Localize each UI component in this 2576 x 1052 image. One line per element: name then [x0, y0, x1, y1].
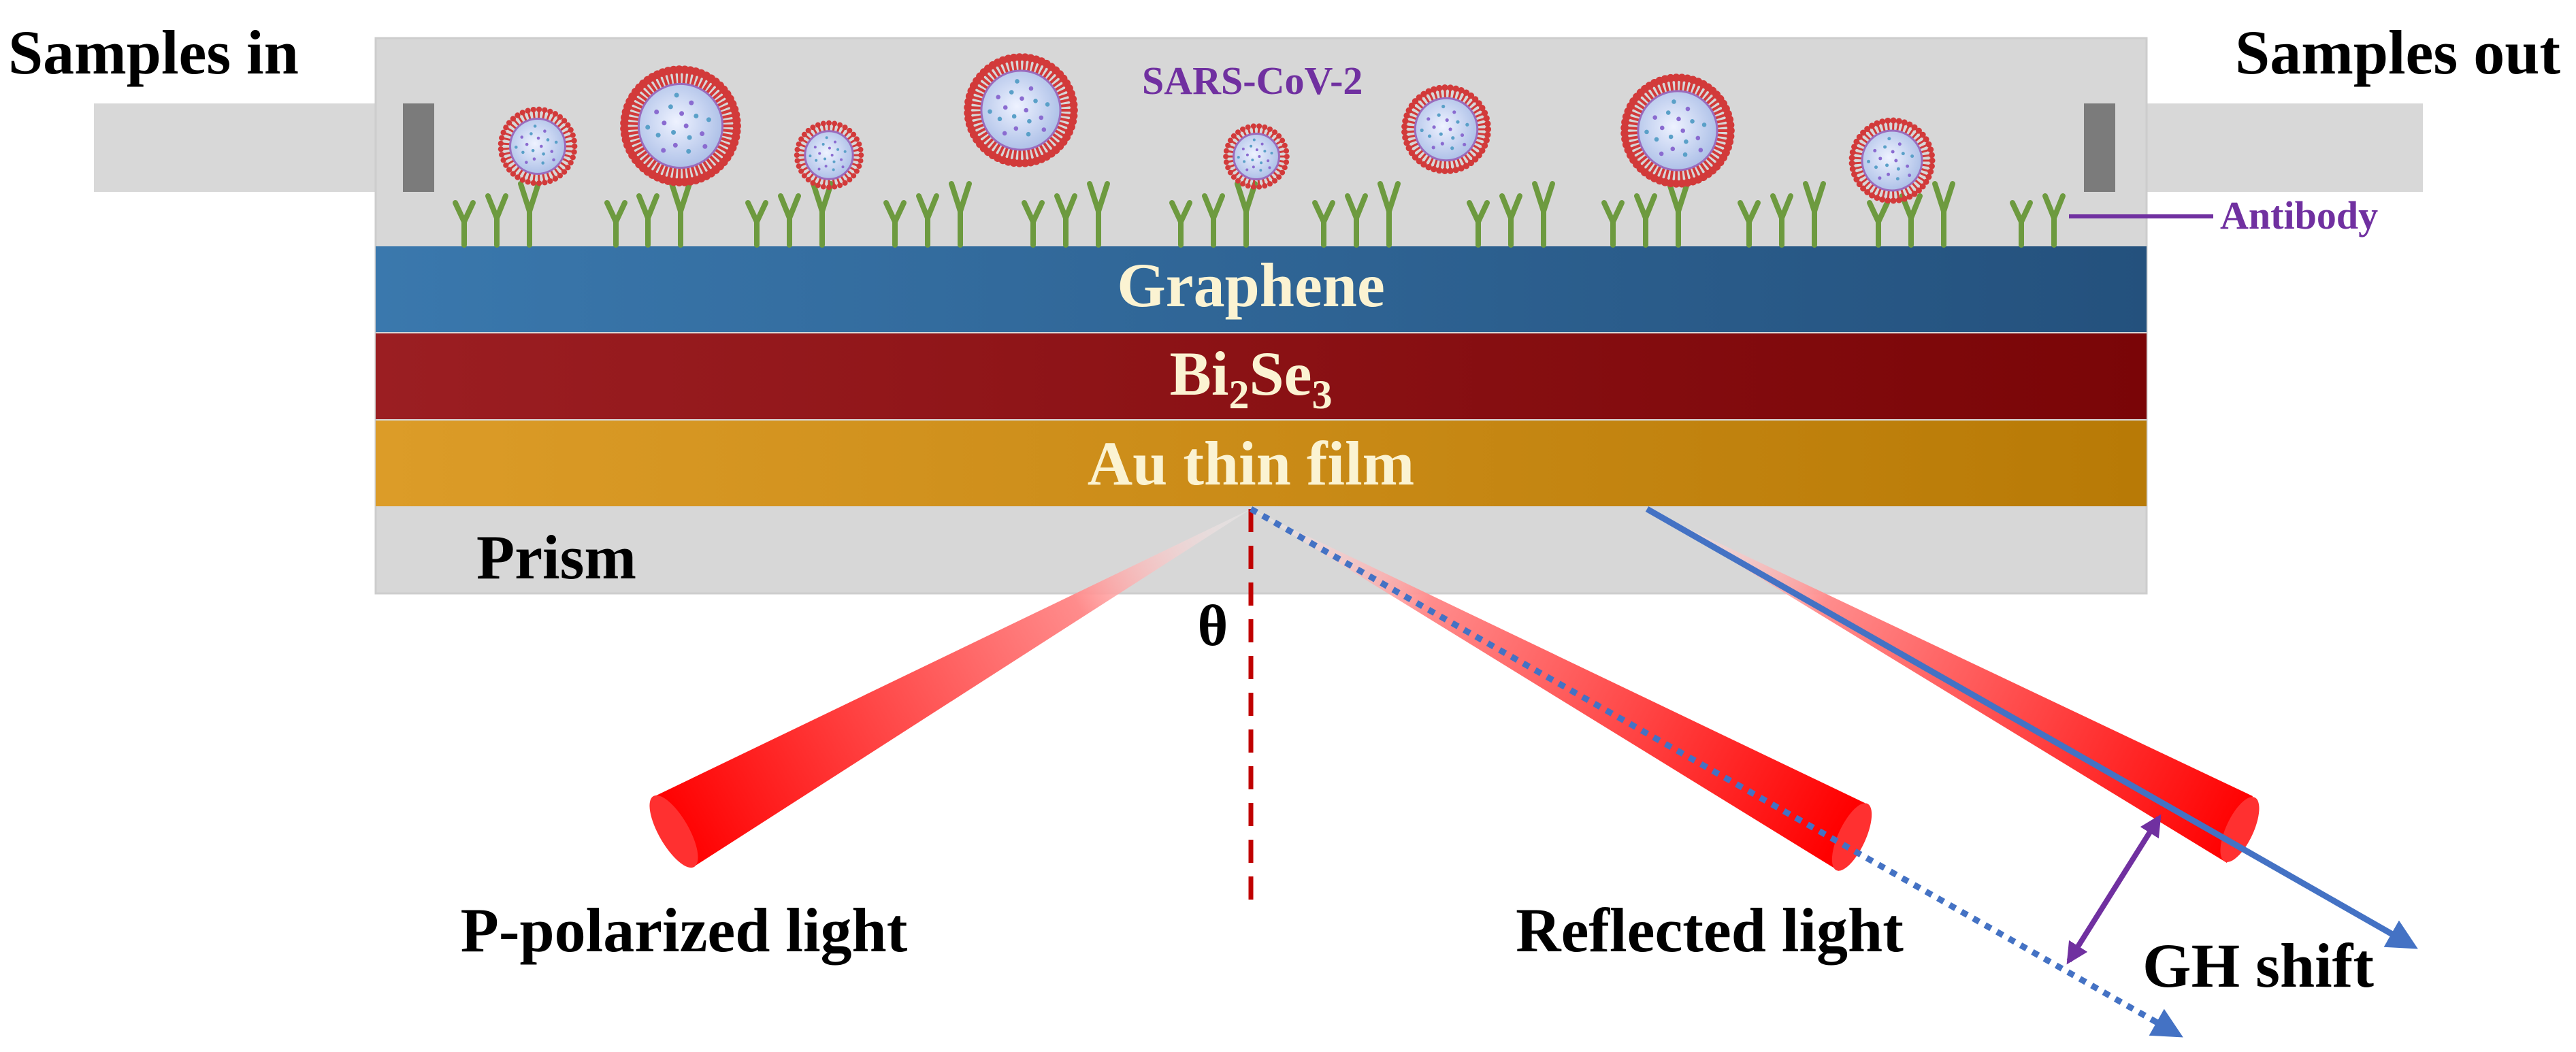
geometric-ray [1249, 506, 2183, 1038]
virus-particle-icon [620, 65, 741, 186]
au-film-layer [376, 421, 2147, 506]
bi2se3-label: Bi2Se3 [1170, 339, 1333, 417]
antibody-group [453, 181, 2066, 248]
antibody-icon [1169, 200, 1192, 248]
antibody-icon [1532, 181, 1555, 248]
antibody-icon [745, 200, 768, 248]
antibody-icon [1022, 200, 1045, 248]
graphene-label: Graphene [1117, 250, 1385, 320]
virus-particle-icon [498, 106, 578, 186]
antibody-icon [1345, 193, 1368, 248]
outlet-tube [2144, 103, 2423, 192]
antibody-icon [1467, 200, 1490, 248]
antibody-icon [1601, 200, 1625, 248]
antibody-icon [2010, 200, 2033, 248]
gh-shifted-ray [1645, 506, 2418, 949]
gh-shift-arrow [2066, 814, 2162, 965]
antibody-icon [1634, 193, 1657, 248]
samples-out-label: Samples out [2235, 18, 2560, 87]
antibody-label: Antibody [2220, 193, 2378, 237]
antibody-icon [669, 181, 692, 248]
graphene-layer [376, 246, 2147, 332]
virus-particle-icon [1620, 73, 1735, 188]
virus-particle-icon [964, 53, 1078, 167]
inlet-tube [94, 103, 402, 192]
outlet-seal [2084, 103, 2115, 192]
reflected-beam [1251, 509, 1865, 871]
reflected-light-label: Reflected light [1516, 895, 1904, 965]
antibody-icon [1770, 193, 1793, 248]
antibody-icon [1932, 181, 1955, 248]
antibody-icon [1087, 181, 1110, 248]
antibody-icon [1667, 181, 1690, 248]
antibody-icon [604, 200, 627, 248]
samples-in-label: Samples in [8, 18, 299, 87]
antibody-icon [916, 193, 939, 248]
antibody-icon [1499, 193, 1522, 248]
p-polarized-light-label: P-polarized light [461, 895, 908, 965]
virus-label: SARS-CoV-2 [1142, 59, 1363, 103]
antibody-icon [1867, 200, 1890, 248]
antibody-icon [1803, 181, 1826, 248]
antibody-icon [1202, 193, 1225, 248]
antibody-icon [1312, 200, 1335, 248]
bi2se3-layer [376, 333, 2147, 419]
antibody-icon [778, 193, 801, 248]
incident-beam-end [649, 795, 698, 868]
antibody-icon [883, 200, 907, 248]
incident-beam [652, 509, 1251, 866]
antibody-icon [2042, 193, 2066, 248]
virus-particle-icon [1223, 123, 1290, 190]
virus-particle-icon [1848, 117, 1936, 204]
antibody-icon [518, 181, 541, 248]
au-film-label: Au thin film [1088, 429, 1415, 498]
antibody-icon [485, 193, 508, 248]
gh-shift-label: GH shift [2142, 931, 2374, 1000]
theta-label: θ [1198, 593, 1228, 658]
antibody-icon [1054, 193, 1077, 248]
antibody-icon [453, 200, 476, 248]
virus-group [498, 53, 1936, 204]
inlet-seal [403, 103, 434, 192]
antibody-icon [1738, 200, 1761, 248]
antibody-icon [949, 181, 972, 248]
prism-label: Prism [476, 523, 636, 592]
virus-particle-icon [794, 120, 864, 191]
antibody-icon [1377, 181, 1401, 248]
antibody-icon [636, 193, 659, 248]
shifted-beam-end [2220, 797, 2260, 862]
virus-particle-icon [1401, 84, 1492, 175]
reflected-beam-end [1831, 803, 1872, 871]
